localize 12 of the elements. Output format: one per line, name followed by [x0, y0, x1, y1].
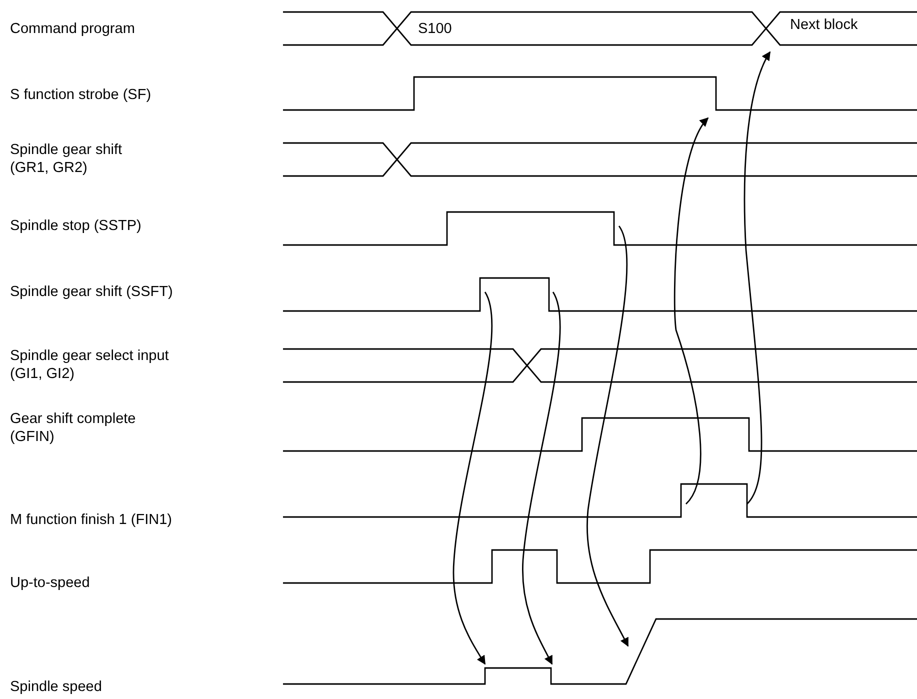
signal-name: Command program — [10, 20, 136, 38]
signal-name: Spindle speed — [10, 678, 103, 696]
signal-name: Spindle gear select input (GI1, GI2) — [10, 347, 170, 383]
signal-name: Gear shift complete (GFIN) — [10, 410, 137, 446]
signal-name: M function finish 1 (FIN1) — [10, 511, 173, 529]
signal-name: Up-to-speed — [10, 574, 91, 592]
signal-name: Spindle gear shift (SSFT) — [10, 283, 174, 301]
bus-value-label: S100 — [418, 20, 453, 38]
signal-name: Spindle stop (SSTP) — [10, 217, 142, 235]
signal-name: Spindle gear shift (GR1, GR2) — [10, 141, 124, 177]
bus-value-label: Next block — [790, 16, 859, 34]
signal-name: S function strobe (SF) — [10, 86, 152, 104]
